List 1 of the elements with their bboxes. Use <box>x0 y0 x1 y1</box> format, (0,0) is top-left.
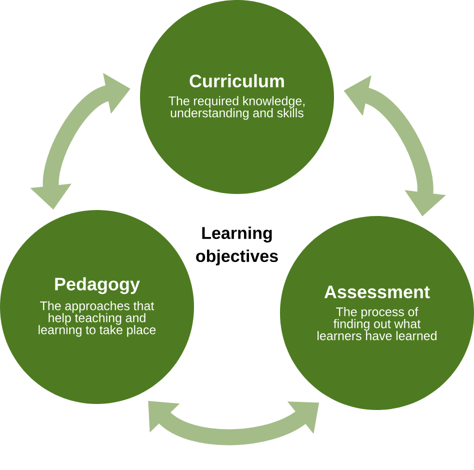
center-label: Learning objectives <box>196 226 278 266</box>
